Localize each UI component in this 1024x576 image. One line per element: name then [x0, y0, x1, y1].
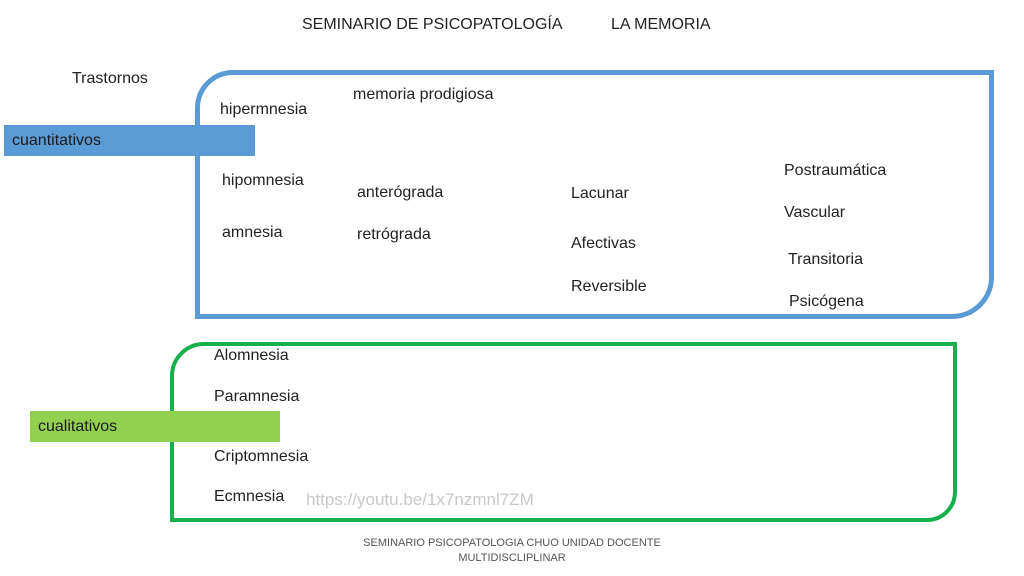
term-transitoria: Transitoria: [788, 251, 863, 268]
term-memoria-prodigiosa: memoria prodigiosa: [353, 86, 494, 103]
term-alomnesia: Alomnesia: [214, 347, 289, 364]
term-postraumatica: Postraumática: [784, 162, 887, 179]
quantitative-category-label: cuantitativos: [12, 131, 101, 149]
quantitative-group-box: [195, 70, 994, 319]
term-paramnesia: Paramnesia: [214, 388, 300, 405]
qualitative-category-bar: cualitativos: [30, 411, 280, 442]
term-retrograda: retrógrada: [357, 226, 431, 243]
qualitative-category-label: cualitativos: [38, 417, 118, 435]
footer-line-2: MULTIDISCLIPLINAR: [458, 552, 566, 565]
page-subtitle: LA MEMORIA: [611, 16, 711, 33]
term-psicogena: Psicógena: [789, 293, 864, 310]
term-vascular: Vascular: [784, 204, 846, 221]
term-reversible: Reversible: [571, 278, 647, 295]
term-afectivas: Afectivas: [571, 235, 636, 252]
term-lacunar: Lacunar: [571, 185, 629, 202]
term-criptomnesia: Criptomnesia: [214, 448, 309, 465]
video-link[interactable]: https://youtu.be/1x7nzmnl7ZM: [306, 490, 534, 509]
term-ecmnesia: Ecmnesia: [214, 488, 285, 505]
footer-line-1: SEMINARIO PSICOPATOLOGIA CHUO UNIDAD DOC…: [363, 537, 661, 549]
quantitative-category-bar: cuantitativos: [4, 125, 255, 156]
term-anterograda: anterógrada: [357, 184, 444, 201]
trastornos-label: Trastornos: [72, 70, 148, 87]
qualitative-group-box: [170, 342, 957, 522]
term-hipermnesia: hipermnesia: [220, 101, 308, 118]
footer: SEMINARIO PSICOPATOLOGIA CHUO UNIDAD DOC…: [340, 536, 684, 567]
term-hipomnesia: hipomnesia: [222, 172, 304, 189]
term-amnesia: amnesia: [222, 224, 283, 241]
page-title: SEMINARIO DE PSICOPATOLOGÍA: [302, 16, 563, 33]
